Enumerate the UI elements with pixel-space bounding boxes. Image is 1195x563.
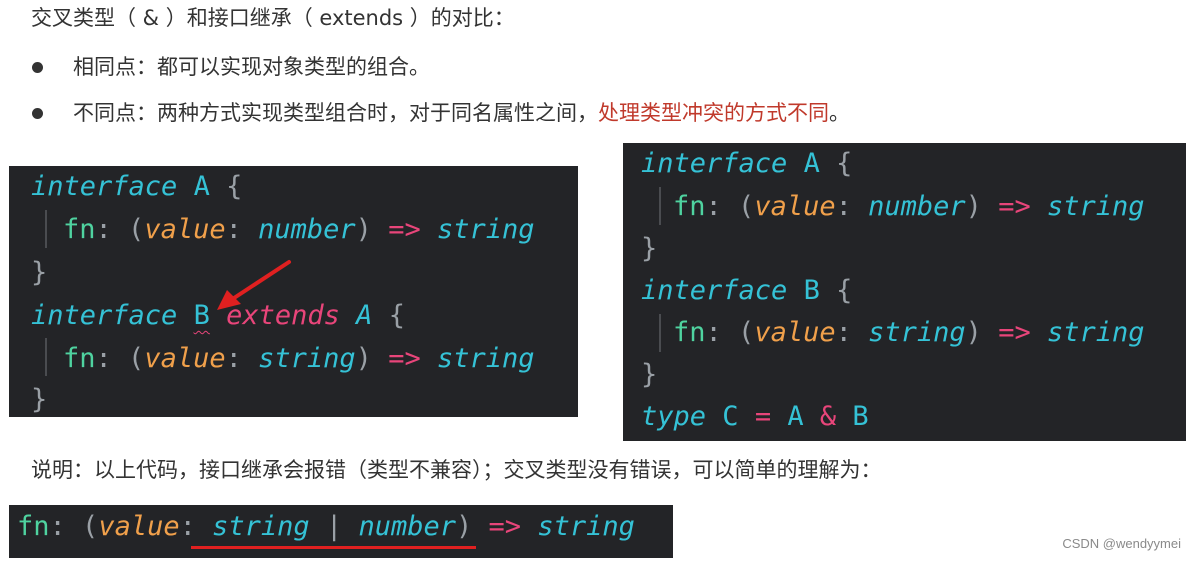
highlighted-text: 处理类型冲突的方式不同: [598, 101, 829, 125]
similarity-point: 相同点：都可以实现对象类型的组合。: [73, 55, 430, 79]
code-line: type C = A & B: [641, 401, 869, 432]
indent-guide: [659, 187, 661, 225]
indent-guide: [45, 338, 47, 376]
error-interface-name: B: [193, 300, 210, 331]
bullet-dot-icon: [32, 62, 43, 73]
code-line: fn: (value: number) => string: [673, 191, 1145, 222]
red-arrow-icon: [217, 260, 291, 310]
code-line: interface B extends A {: [31, 300, 405, 331]
code-line: interface A {: [31, 171, 243, 202]
code-block-intersection: interface A { fn: (value: number) => str…: [623, 143, 1186, 441]
bullet-dot-icon: [32, 108, 43, 119]
code-line: }: [31, 257, 48, 288]
indent-guide: [45, 210, 47, 248]
code-line: interface B {: [641, 275, 853, 306]
code-block-extends: interface A { fn: (value: number) => str…: [9, 166, 578, 417]
code-block-result: fn: (value: string | number) => string: [9, 505, 673, 558]
code-line: fn: (value: string) => string: [673, 317, 1145, 348]
code-line: fn: (value: string | number) => string: [17, 511, 635, 542]
section-heading: 交叉类型（ & ）和接口继承（ extends ）的对比：: [31, 6, 515, 30]
code-line: fn: (value: string) => string: [63, 343, 535, 374]
indent-guide: [659, 314, 661, 352]
code-line: }: [641, 359, 658, 390]
difference-point: 不同点：两种方式实现类型组合时，对于同名属性之间，处理类型冲突的方式不同。: [73, 101, 850, 125]
explanation-text: 说明：以上代码，接口继承会报错（类型不兼容）；交叉类型没有错误，可以简单的理解为…: [31, 458, 882, 482]
code-line: }: [31, 384, 48, 415]
code-line: interface A {: [641, 148, 853, 179]
code-line: fn: (value: number) => string: [63, 214, 535, 245]
red-underline: [191, 546, 476, 549]
watermark: CSDN @wendyymei: [1062, 536, 1181, 551]
code-line: }: [641, 233, 658, 264]
